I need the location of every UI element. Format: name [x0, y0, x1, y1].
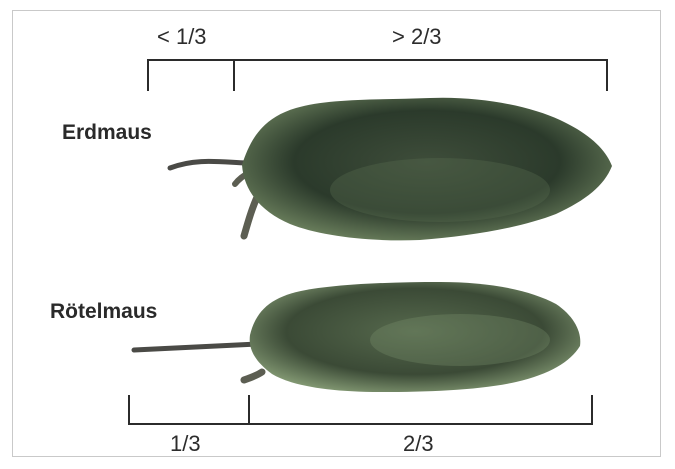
- roetelmaus-hind-foot: [244, 372, 262, 380]
- bottom-scale-right-label: 2/3: [403, 431, 434, 457]
- bottom-scale-left-label: 1/3: [170, 431, 201, 457]
- erdmaus-fur-highlight: [330, 158, 550, 222]
- erdmaus-illustration: [170, 98, 612, 241]
- roetelmaus-fur-highlight: [370, 314, 550, 366]
- erdmaus-hind-foot-bottom: [244, 195, 258, 236]
- erdmaus-tail: [170, 161, 246, 168]
- roetelmaus-tail: [134, 344, 258, 350]
- roetelmaus-illustration: [134, 282, 580, 392]
